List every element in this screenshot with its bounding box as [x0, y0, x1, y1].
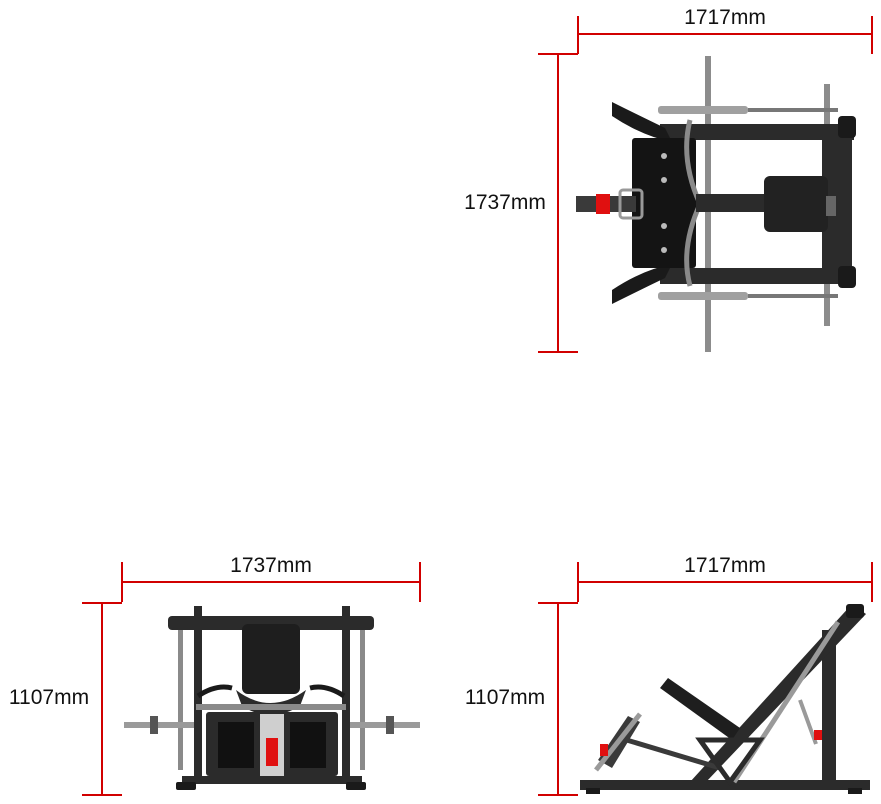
- top-width-dimension: [577, 16, 873, 54]
- side-width-dimension: [577, 562, 873, 602]
- side-height-dimension: [538, 602, 578, 796]
- front-width-label: 1737mm: [230, 554, 312, 577]
- top-view: 1717mm 1737mm: [464, 6, 873, 353]
- front-view-machine: [124, 606, 420, 790]
- side-height-label: 1107mm: [465, 686, 545, 709]
- top-depth-label: 1737mm: [464, 191, 546, 214]
- side-view-machine: [580, 604, 870, 794]
- front-width-dimension: [121, 562, 421, 602]
- front-height-label: 1107mm: [9, 686, 89, 709]
- front-view: 1737mm 1107mm: [9, 554, 421, 796]
- top-view-machine: [576, 56, 856, 352]
- front-height-dimension: [82, 602, 122, 796]
- side-view: 1717mm 1107mm: [465, 554, 873, 796]
- top-width-label: 1717mm: [684, 6, 766, 29]
- side-width-label: 1717mm: [684, 554, 766, 577]
- top-depth-dimension: [538, 53, 578, 353]
